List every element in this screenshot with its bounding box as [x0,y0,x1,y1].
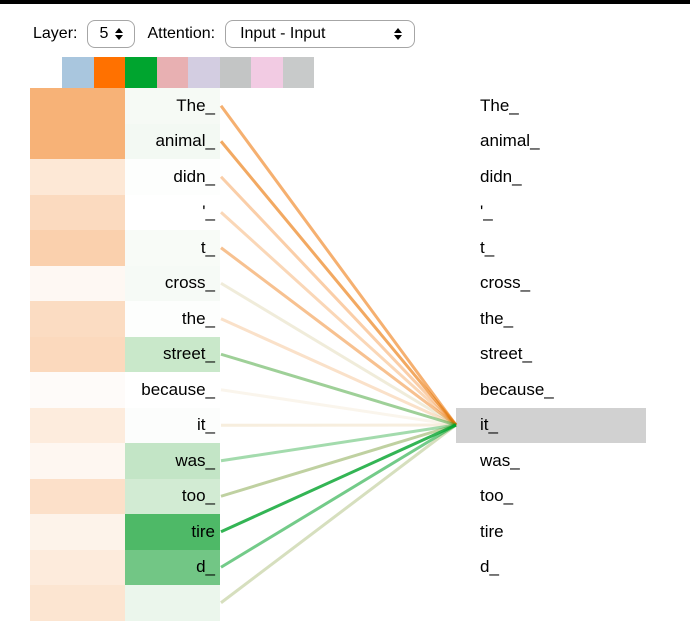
left-token[interactable]: animal_ [125,123,220,159]
orange-head-weight-cell [30,407,125,443]
left-token[interactable]: was_ [125,443,220,479]
left-token[interactable] [125,585,220,621]
left-token[interactable]: t_ [125,230,220,266]
attention-line-orange [220,423,457,604]
attention-line-orange [219,104,458,426]
right-token-selected[interactable]: it_ [456,407,646,443]
attention-head-swatch-head-4[interactable] [156,57,188,88]
orange-head-weight-cell [30,194,125,230]
stepper-arrows-icon [115,28,124,40]
right-token[interactable]: street_ [480,344,532,364]
right-token[interactable]: '_ [480,202,493,222]
layer-select[interactable]: 5 [87,20,136,48]
top-border [0,0,690,4]
right-token[interactable]: animal_ [480,131,540,151]
attention-line-orange [220,246,457,427]
attention-line-green [220,352,457,427]
attention-head-swatch-head-1[interactable] [62,57,94,88]
attention-line-green [221,212,456,425]
attention-line-green [221,248,456,425]
orange-head-weight-cell [30,549,125,585]
right-token[interactable]: the_ [480,308,514,328]
right-token[interactable]: because_ [480,379,554,399]
left-token[interactable]: cross_ [125,265,220,301]
attention-line-orange [220,423,457,463]
orange-head-weight-cell [30,230,125,266]
orange-head-weight-cell [30,159,125,195]
attention-line-orange [220,423,457,569]
attention-line-orange [220,388,457,427]
left-token[interactable]: street_ [125,336,220,372]
orange-head-weight-cell [30,88,125,124]
attention-line-orange [219,211,458,427]
orange-head-weight-cell [30,336,125,372]
attention-line-orange [220,281,457,427]
orange-head-weight-cell [30,443,125,479]
left-token[interactable]: tire [125,514,220,550]
orange-head-weight-cell [30,265,125,301]
orange-head-weight-cell [30,301,125,337]
attention-label: Attention: [147,25,216,42]
attention-line-orange [220,423,457,498]
orange-head-weight-cell [30,514,125,550]
attention-head-swatch-head-7[interactable] [251,57,283,88]
attention-line-green [221,390,456,425]
attention-line-green [220,423,457,498]
right-token[interactable]: t_ [480,237,495,257]
attention-select-value: Input - Input [240,25,326,42]
attention-line-green [221,319,456,425]
attention-select[interactable]: Input - Input [225,20,416,48]
attention-head-swatch-head-5[interactable] [188,57,220,88]
attention-line-green [219,140,458,426]
attention-line-orange [220,423,457,534]
attention-head-swatch-head-2[interactable] [93,57,125,88]
left-token[interactable]: it_ [125,407,220,443]
layer-label: Layer: [33,25,78,42]
right-token[interactable]: cross_ [480,273,531,293]
left-token[interactable]: because_ [125,372,220,408]
left-token[interactable]: didn_ [125,159,220,195]
right-token[interactable]: didn_ [480,166,522,186]
left-token[interactable]: d_ [125,549,220,585]
attention-head-palette [62,57,314,88]
left-token[interactable]: the_ [125,301,220,337]
stepper-arrows-icon [394,28,403,40]
right-token[interactable]: was_ [480,450,520,470]
attention-line-orange [219,175,458,427]
right-token[interactable]: too_ [480,486,514,506]
attention-line-orange [219,140,458,426]
attention-head-swatch-head-6[interactable] [219,57,251,88]
attention-line-green [220,281,457,427]
attention-head-swatch-head-3[interactable] [125,57,157,88]
layer-select-value: 5 [99,25,109,42]
attention-line-green [220,423,457,463]
attention-line-green [221,177,456,425]
orange-head-weight-cell [30,123,125,159]
attention-line-green [220,423,457,604]
attention-line-orange [220,352,457,427]
right-token[interactable]: The_ [480,95,519,115]
left-token[interactable]: too_ [125,478,220,514]
right-token[interactable]: d_ [480,557,499,577]
orange-head-weight-cell [30,372,125,408]
right-token[interactable]: tire [480,521,504,541]
orange-head-weight-cell [30,585,125,621]
attention-line-green [220,423,457,569]
left-token[interactable]: '_ [125,194,220,230]
attention-head-swatch-head-8[interactable] [282,57,314,88]
controls-bar: Layer: 5 Attention: Input - Input [33,18,416,50]
attention-line-orange [220,317,457,427]
attention-line-green [220,423,457,534]
attention-line-green [219,104,458,426]
left-token[interactable]: The_ [125,88,220,124]
orange-head-weight-cell [30,478,125,514]
